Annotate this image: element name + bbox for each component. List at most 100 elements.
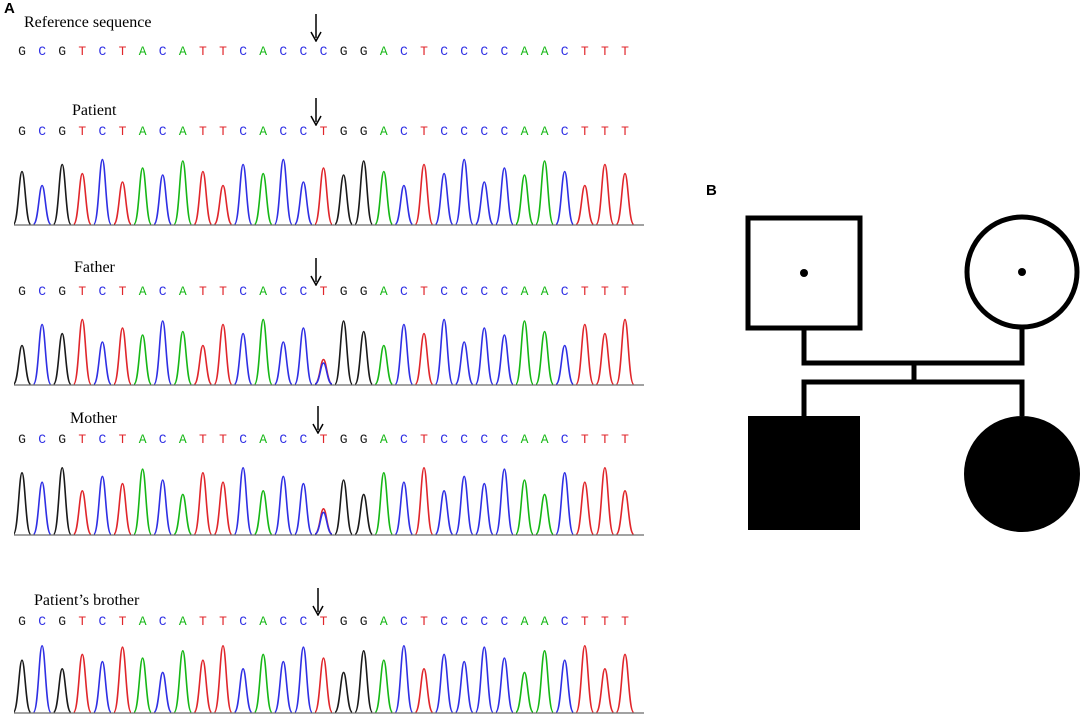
trace-peak-c <box>454 475 474 535</box>
pedigree-chart <box>745 214 1080 532</box>
base-c: C <box>98 614 107 629</box>
base-t: T <box>319 614 328 629</box>
base-c: C <box>460 614 469 629</box>
mutation-arrow-father <box>310 258 322 286</box>
base-a: A <box>520 124 529 139</box>
base-c: C <box>399 284 408 299</box>
chromatogram-mother <box>14 466 644 536</box>
trace-peak-c <box>454 341 474 385</box>
trace-peak-c <box>32 184 52 225</box>
base-t: T <box>621 432 629 447</box>
base-c: C <box>239 284 247 299</box>
trace-peak-a <box>133 657 152 713</box>
mutation-arrow-brother <box>312 588 324 616</box>
trace-peak-c <box>394 323 414 385</box>
trace-peak-a <box>515 671 534 713</box>
base-c: C <box>279 124 288 139</box>
base-c: C <box>560 432 569 447</box>
trace-peak-a <box>535 493 554 535</box>
base-t: T <box>600 614 609 629</box>
trace-peak-c <box>93 660 112 713</box>
base-a: A <box>540 432 549 447</box>
base-c: C <box>158 284 167 299</box>
pedigree-sibship-line <box>801 379 1025 416</box>
base-t: T <box>118 432 127 447</box>
base-a: A <box>379 432 388 447</box>
base-c: C <box>158 614 167 629</box>
base-c: C <box>279 44 288 59</box>
trace-peak-c <box>495 167 514 225</box>
trace-peak-a <box>173 330 193 385</box>
trace-peak-c-secondary <box>314 362 333 385</box>
trace-peak-c <box>555 170 574 225</box>
trace-peak-a <box>173 493 193 535</box>
base-g: G <box>58 614 67 629</box>
trace-peak-c <box>394 481 414 535</box>
base-g: G <box>359 124 368 139</box>
mutation-arrow-reference <box>310 14 322 42</box>
trace-peak-c <box>495 657 514 713</box>
trace-peak-a <box>535 330 554 385</box>
base-t: T <box>420 432 428 447</box>
trace-peak-c <box>294 482 313 535</box>
trace-peak-c <box>394 644 414 713</box>
base-t: T <box>198 124 207 139</box>
trace-peak-a <box>515 479 534 535</box>
trace-peak-g <box>52 667 72 713</box>
base-c: C <box>38 284 46 299</box>
trace-peak-c <box>555 471 574 535</box>
trace-peak-c <box>495 468 514 535</box>
base-c: C <box>239 124 247 139</box>
trace-peak-t <box>213 184 233 225</box>
trace-peak-a <box>374 344 394 385</box>
base-c: C <box>480 432 489 447</box>
base-t: T <box>78 44 87 59</box>
trace-peak-a <box>253 318 273 385</box>
base-c: C <box>279 284 288 299</box>
trace-peak-t <box>314 657 333 713</box>
trace-peak-c <box>454 660 474 713</box>
base-a: A <box>138 124 147 139</box>
trace-peak-t <box>193 170 213 225</box>
base-c: C <box>480 44 489 59</box>
panel-b-label: B <box>706 182 717 199</box>
base-t: T <box>198 284 207 299</box>
base-t: T <box>319 432 328 447</box>
base-g: G <box>359 614 368 629</box>
trace-peak-g <box>334 671 353 713</box>
trace-peak-c <box>434 653 454 713</box>
trace-peak-c <box>233 163 253 225</box>
base-t: T <box>118 284 127 299</box>
base-a: A <box>178 432 187 447</box>
base-t: T <box>118 124 127 139</box>
trace-peak-t <box>73 172 92 225</box>
base-a: A <box>138 44 147 59</box>
trace-peak-c <box>434 172 454 225</box>
pedigree-father-carrier-dot <box>800 269 808 277</box>
trace-peak-c <box>495 334 514 385</box>
base-t: T <box>621 44 629 59</box>
trace-peak-g <box>334 174 353 225</box>
trace-peak-c <box>555 344 574 385</box>
trace-peak-t <box>73 489 92 535</box>
trace-peak-a <box>535 649 554 713</box>
base-g: G <box>339 432 348 447</box>
base-t: T <box>78 614 87 629</box>
base-t: T <box>219 284 227 299</box>
base-c: C <box>440 614 448 629</box>
trace-peak-t <box>414 667 434 713</box>
chromatogram-patient <box>14 158 644 226</box>
base-c: C <box>560 284 569 299</box>
trace-peak-t <box>575 323 595 385</box>
trace-peak-t <box>615 172 635 225</box>
base-c: C <box>460 124 469 139</box>
trace-peak-g <box>334 479 353 535</box>
base-t: T <box>580 432 589 447</box>
base-g: G <box>339 124 348 139</box>
trace-peak-t <box>314 167 333 225</box>
base-t: T <box>219 44 227 59</box>
base-a: A <box>178 284 187 299</box>
track-title-patient: Patient <box>72 102 117 119</box>
track-title-brother: Patient’s brother <box>34 592 140 609</box>
base-t: T <box>580 124 589 139</box>
